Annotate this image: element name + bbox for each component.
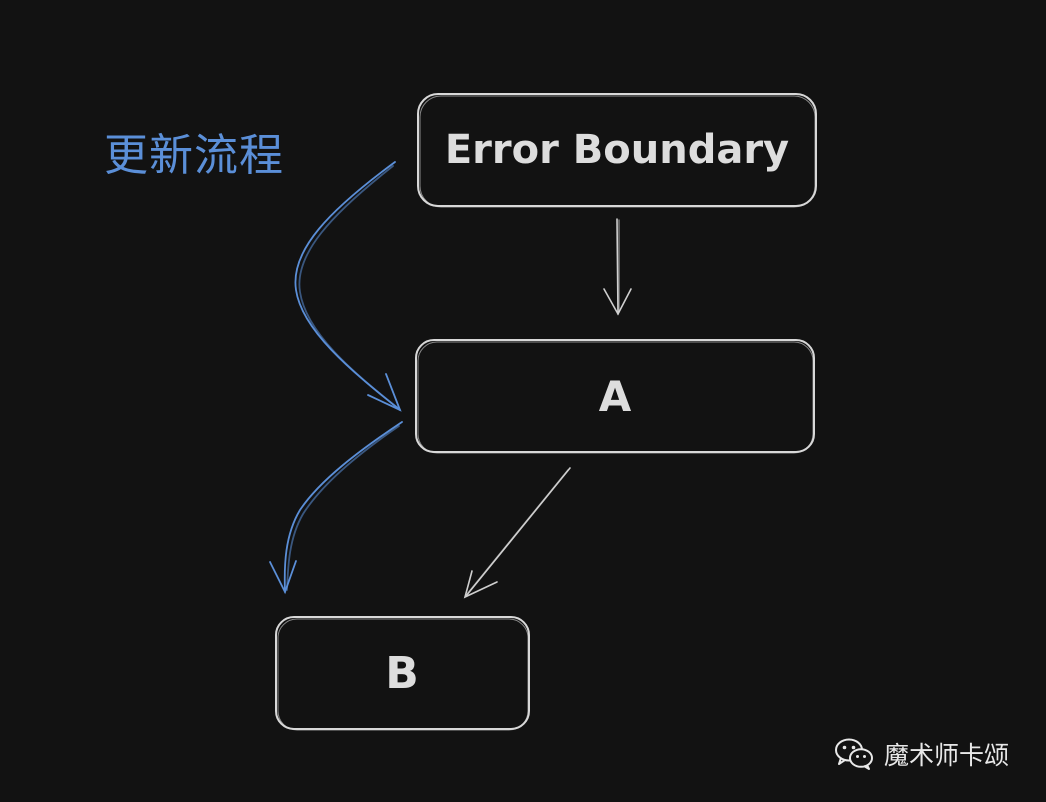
edge-error-boundary-to-a	[603, 218, 632, 316]
watermark: 魔术师卡颂	[834, 736, 1009, 772]
node-a: A	[415, 339, 815, 454]
edge-blue-error-boundary-to-a	[294, 161, 402, 412]
node-b: B	[275, 616, 530, 731]
node-b-label: B	[385, 648, 419, 699]
node-error-boundary: Error Boundary	[417, 93, 817, 208]
update-flow-label: 更新流程	[104, 130, 284, 181]
watermark-text: 魔术师卡颂	[884, 741, 1010, 770]
edge-blue-a-to-b	[269, 421, 403, 595]
node-a-label: A	[599, 372, 632, 421]
wechat-icon	[835, 738, 873, 770]
node-error-boundary-label: Error Boundary	[445, 127, 789, 173]
edge-a-to-b	[463, 467, 571, 599]
